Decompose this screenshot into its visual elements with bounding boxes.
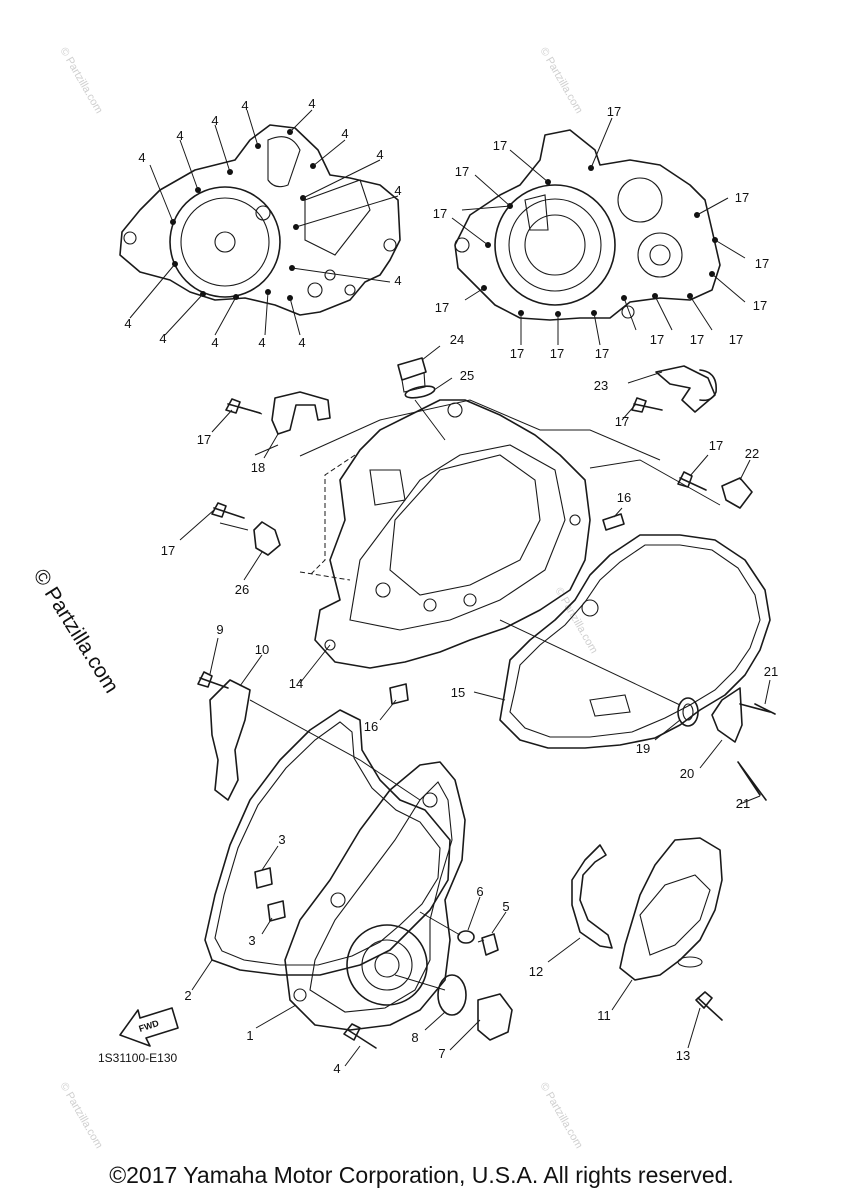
callout-17: 17 — [433, 206, 447, 221]
callout-17: 17 — [550, 346, 564, 361]
callout-17: 17 — [735, 190, 749, 205]
callout-13: 13 — [676, 1048, 690, 1063]
callout-4: 4 — [333, 1061, 340, 1076]
callout-16: 16 — [617, 490, 631, 505]
callout-17: 17 — [615, 414, 629, 429]
callout-4: 4 — [376, 147, 383, 162]
callout-22: 22 — [745, 446, 759, 461]
callout-9: 9 — [216, 622, 223, 637]
callout-17: 17 — [755, 256, 769, 271]
bolt-pattern-view-left: 4 4 4 4 4 4 4 4 4 4 4 4 4 4 — [119, 96, 402, 350]
callout-4: 4 — [308, 96, 315, 111]
callout-25: 25 — [460, 368, 474, 383]
lower-cover-assembly: 9 10 2 3 3 1 4 6 — [184, 622, 723, 1076]
callout-4: 4 — [241, 98, 248, 113]
callout-23: 23 — [594, 378, 608, 393]
callout-24: 24 — [450, 332, 464, 347]
callout-15: 15 — [451, 685, 465, 700]
callout-4: 4 — [176, 128, 183, 143]
callout-4: 4 — [298, 335, 305, 350]
watermark-top-right: © Partzilla.com — [537, 46, 584, 116]
callout-12: 12 — [529, 964, 543, 979]
callout-8: 8 — [411, 1030, 418, 1045]
callout-16: 16 — [364, 719, 378, 734]
callout-10: 10 — [255, 642, 269, 657]
callout-17: 17 — [729, 332, 743, 347]
callout-17: 17 — [607, 104, 621, 119]
callout-17: 17 — [197, 432, 211, 447]
callout-3: 3 — [278, 832, 285, 847]
fwd-label: FWD — [138, 1018, 161, 1034]
callout-4: 4 — [258, 335, 265, 350]
callout-1: 1 — [246, 1028, 253, 1043]
callout-7: 7 — [438, 1046, 445, 1061]
callout-17: 17 — [493, 138, 507, 153]
watermark-top-left: © Partzilla.com — [57, 46, 104, 116]
callout-21: 21 — [736, 796, 750, 811]
callout-4: 4 — [341, 126, 348, 141]
callout-4: 4 — [394, 183, 401, 198]
callout-17: 17 — [650, 332, 664, 347]
callout-5: 5 — [502, 899, 509, 914]
diagram-code: 1S31100-E130 — [98, 1051, 178, 1065]
forward-direction-arrow: FWD — [119, 1007, 179, 1047]
callout-17: 17 — [595, 346, 609, 361]
callout-17: 17 — [709, 438, 723, 453]
callout-4: 4 — [211, 335, 218, 350]
callout-21: 21 — [764, 664, 778, 679]
callout-6: 6 — [476, 884, 483, 899]
callout-18: 18 — [251, 460, 265, 475]
callout-4: 4 — [211, 113, 218, 128]
watermark-bottom-left: © Partzilla.com — [57, 1081, 104, 1151]
bolt-pattern-view-right: 17 17 17 17 17 17 17 17 17 17 17 17 17 1… — [433, 104, 769, 361]
callout-17: 17 — [690, 332, 704, 347]
callout-20: 20 — [680, 766, 694, 781]
copyright-notice: ©2017 Yamaha Motor Corporation, U.S.A. A… — [109, 1162, 734, 1188]
crankcase-cover-assembly: 14 24 25 17 18 17 26 16 16 23 — [161, 332, 778, 811]
callout-4: 4 — [138, 150, 145, 165]
callout-4: 4 — [124, 316, 131, 331]
callout-17: 17 — [435, 300, 449, 315]
callout-26: 26 — [235, 582, 249, 597]
callout-3: 3 — [248, 933, 255, 948]
callout-17: 17 — [455, 164, 469, 179]
callout-4: 4 — [394, 273, 401, 288]
callout-19: 19 — [636, 741, 650, 756]
callout-11: 11 — [597, 1008, 611, 1023]
callout-4: 4 — [159, 331, 166, 346]
callout-17: 17 — [161, 543, 175, 558]
callout-17: 17 — [753, 298, 767, 313]
callout-17: 17 — [510, 346, 524, 361]
callout-14: 14 — [289, 676, 303, 691]
callout-2: 2 — [184, 988, 191, 1003]
watermark-bottom-right: © Partzilla.com — [537, 1081, 584, 1151]
